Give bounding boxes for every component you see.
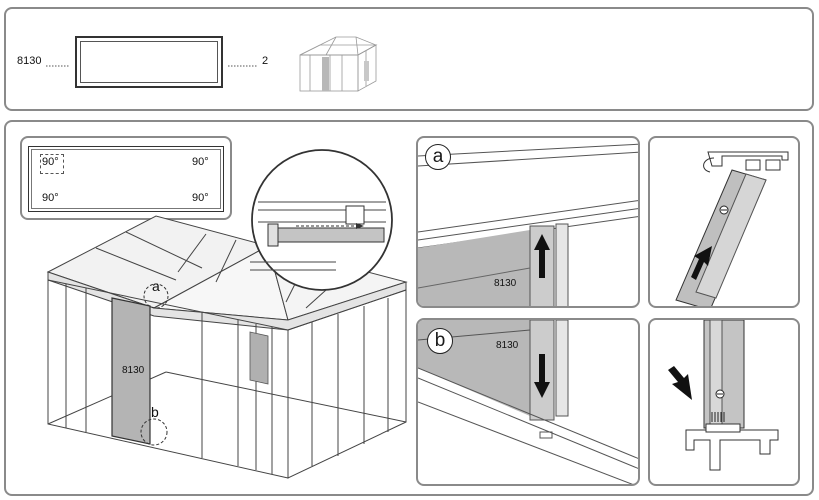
callout-b-label: b (151, 404, 159, 420)
parts-panel: 8130 2 (4, 7, 814, 111)
detail-b-badge: b (427, 328, 453, 354)
detail-profile-top (648, 136, 800, 308)
detail-a-drawing (418, 143, 638, 306)
corner-angle-detail: 90° 90° 90° 90° (20, 136, 232, 220)
down-arrow-icon-2 (668, 366, 692, 400)
gazebo-drawing (46, 149, 408, 479)
magnifier-lens (251, 149, 393, 291)
up-arrow-icon (534, 234, 550, 278)
highlighted-panel (111, 297, 151, 445)
detail-a-badge: a (425, 144, 451, 170)
detail-b-panel: b 8130 (416, 318, 640, 486)
callout-circle-b (140, 418, 168, 446)
part-quantity: 2 (262, 55, 269, 67)
corner-highlight (40, 154, 64, 174)
detail-b-panel-label: 8130 (496, 340, 519, 351)
profile-top-drawing (675, 151, 789, 306)
detail-a-panel: a 8130 (416, 136, 640, 308)
angle-label-tr: 90° (192, 156, 209, 168)
angle-label-bl: 90° (42, 192, 59, 204)
panel-part-drawing (75, 36, 223, 88)
callout-circle-a (143, 283, 169, 309)
down-arrow-icon (534, 354, 550, 398)
frame-outline (28, 146, 224, 212)
leader-line-left (46, 65, 258, 67)
detail-a-panel-label: 8130 (494, 278, 517, 289)
detail-profile-bottom (648, 318, 800, 486)
part-number: 8130 (17, 55, 42, 67)
instruction-panel: 90° 90° 90° 90° (4, 120, 814, 496)
callout-a-label: a (152, 278, 160, 294)
angle-label-tl: 90° (42, 156, 59, 168)
profile-bottom-drawing (668, 320, 779, 471)
main-panel-label: 8130 (122, 365, 145, 376)
angle-label-br: 90° (192, 192, 209, 204)
gazebo-thumbnail-icon (299, 36, 378, 92)
up-arrow-icon-2 (691, 246, 712, 280)
